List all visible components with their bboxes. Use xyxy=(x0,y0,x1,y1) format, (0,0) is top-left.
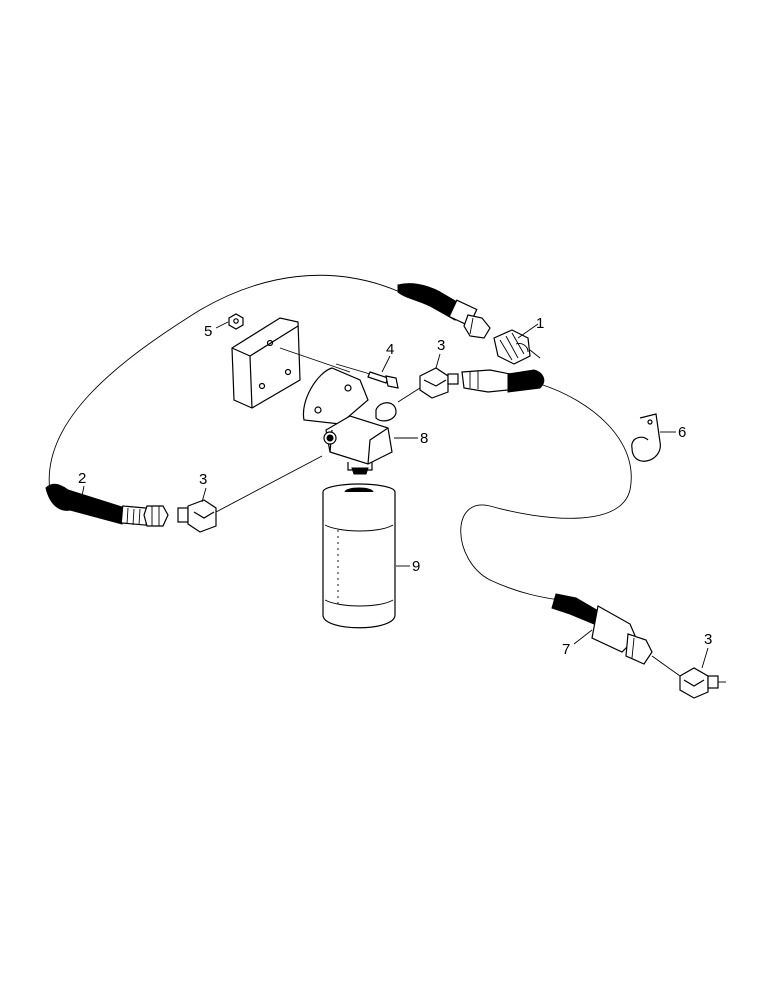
hose-7 xyxy=(460,369,653,665)
callout-part-3a: 3 xyxy=(199,471,207,488)
callout-part-3b: 3 xyxy=(437,337,445,354)
hose-2 xyxy=(45,274,491,527)
elbow-fitting-icon xyxy=(397,367,459,403)
callout-part-8: 8 xyxy=(420,430,428,447)
callout-part-6: 6 xyxy=(678,424,686,441)
callout-part-2: 2 xyxy=(78,470,86,487)
filter-canister-icon xyxy=(322,483,396,629)
elbow-fitting-icon xyxy=(177,455,323,533)
callout-part-3c: 3 xyxy=(704,631,712,648)
filter-head-icon xyxy=(302,367,397,475)
callout-part-4: 4 xyxy=(386,341,394,358)
mounting-bracket xyxy=(231,317,351,409)
callout-part-9: 9 xyxy=(412,558,420,575)
bolt-icon xyxy=(335,363,399,389)
elbow-fitting-icon xyxy=(651,655,726,699)
elbow-adapter-icon xyxy=(493,329,541,365)
callout-part-5: 5 xyxy=(204,323,212,340)
clip-icon xyxy=(631,413,661,462)
callout-part-1: 1 xyxy=(536,315,544,332)
nut-icon xyxy=(228,313,244,330)
leader-lines xyxy=(79,321,709,669)
callout-part-7: 7 xyxy=(562,641,570,658)
callouts: 1 2 3 3 3 4 5 6 7 8 9 xyxy=(78,315,712,658)
